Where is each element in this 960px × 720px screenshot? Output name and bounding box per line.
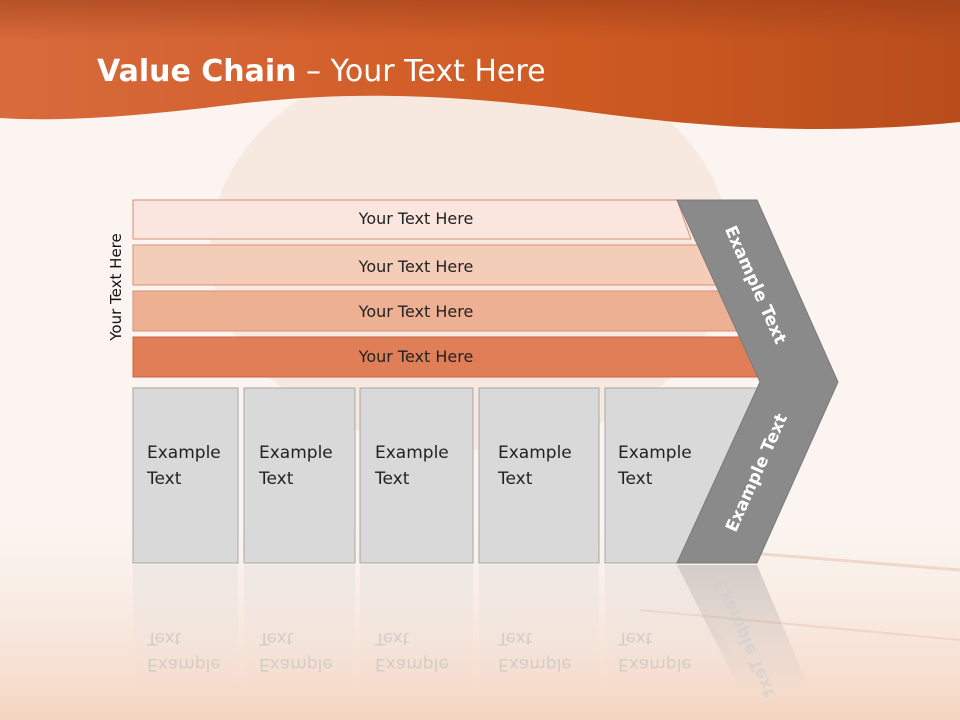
box-reflection-4: Example Text	[498, 625, 598, 677]
band-label-2: Your Text Here	[358, 257, 474, 276]
band-1	[132, 199, 692, 240]
box-label-2-line1: Example	[259, 443, 333, 463]
box-label-4-line2: Text	[498, 469, 533, 489]
box-reflection-4-line2: Text	[498, 628, 533, 648]
box-reflection-5-line2: Text	[618, 628, 653, 648]
box-label-3: Example Text	[375, 440, 475, 492]
box-reflection-1-line1: Example	[147, 654, 221, 674]
box-label-3-line1: Example	[375, 443, 449, 463]
band-label-1: Your Text Here	[358, 209, 474, 228]
box-reflection-5-line1: Example	[618, 654, 692, 674]
side-label: Your Text Here	[107, 233, 125, 341]
title-rest: – Your Text Here	[296, 54, 546, 89]
page-title: Value Chain – Your Text Here	[97, 54, 546, 89]
box-label-1-line2: Text	[147, 469, 182, 489]
box-label-5-line2: Text	[618, 469, 653, 489]
box-label-1-line1: Example	[147, 443, 221, 463]
box-label-3-line2: Text	[375, 469, 410, 489]
box-label-2: Example Text	[259, 440, 359, 492]
box-reflection-4-line1: Example	[498, 654, 572, 674]
box-3	[359, 387, 474, 564]
box-2	[243, 387, 356, 564]
box-reflection-5: Example Text	[618, 625, 718, 677]
title-bold: Value Chain	[97, 54, 297, 89]
box-label-2-line2: Text	[259, 469, 294, 489]
box-label-5-line1: Example	[618, 443, 692, 463]
box-reflection-1: Example Text	[147, 625, 247, 677]
box-label-4-line1: Example	[498, 443, 572, 463]
box-1	[132, 387, 239, 564]
box-reflection-3: Example Text	[375, 625, 475, 677]
box-4	[478, 387, 600, 564]
box-reflection-3-line1: Example	[375, 654, 449, 674]
chevron-arrow	[676, 199, 839, 564]
box-label-1: Example Text	[147, 440, 247, 492]
band-label-3: Your Text Here	[358, 302, 474, 321]
box-reflection-1-line2: Text	[147, 628, 182, 648]
box-reflection-2-line1: Example	[259, 654, 333, 674]
box-reflection-2-line2: Text	[259, 628, 294, 648]
box-reflection-3-line2: Text	[375, 628, 410, 648]
box-label-5: Example Text	[618, 440, 718, 492]
band-label-4: Your Text Here	[358, 347, 474, 366]
box-label-4: Example Text	[498, 440, 598, 492]
box-reflection-2: Example Text	[259, 625, 359, 677]
